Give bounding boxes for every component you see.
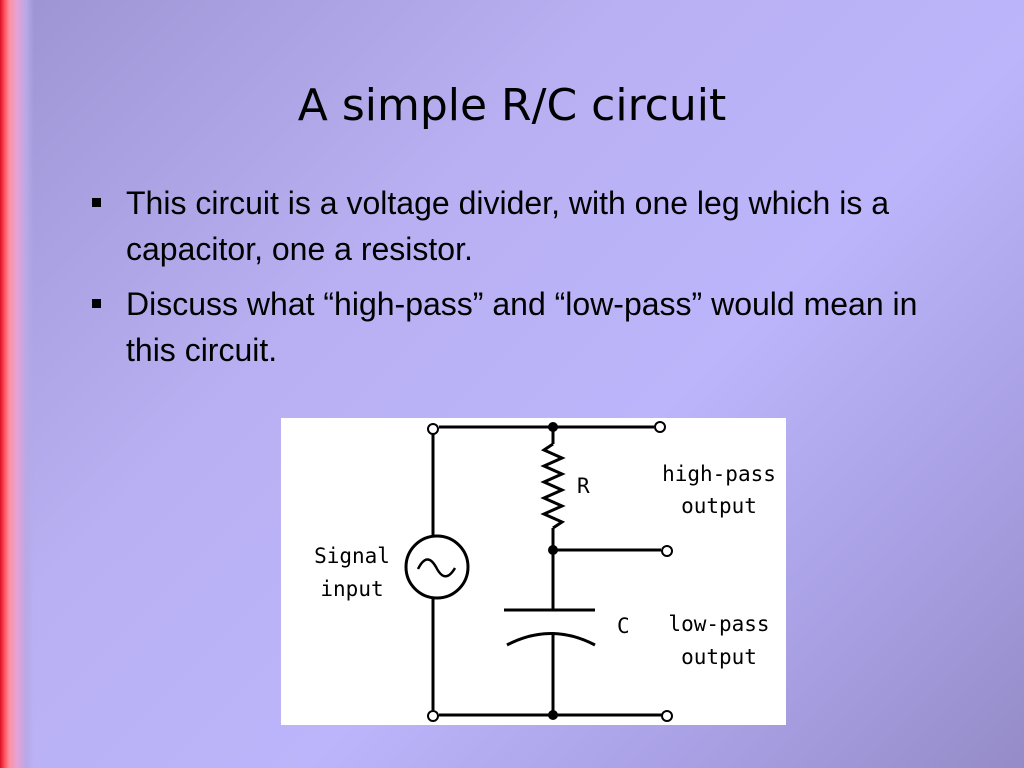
output-terminal-middle: [661, 545, 673, 557]
bullet-item: This circuit is a voltage divider, with …: [86, 180, 926, 272]
sine-wave-icon: [416, 558, 457, 578]
source-terminal-bottom: [427, 710, 439, 722]
bullet-list: This circuit is a voltage divider, with …: [86, 180, 926, 382]
square-bullet-icon: [92, 299, 101, 308]
lowpass-output-label: low-pass: [668, 612, 769, 636]
rc-circuit-diagram: R C Signal input high-pass output low-pa…: [281, 418, 786, 725]
source-terminal-top: [427, 423, 439, 435]
bullet-text: Discuss what “high-pass” and “low-pass” …: [126, 286, 918, 368]
signal-input-label: input: [320, 577, 383, 601]
bullet-item: Discuss what “high-pass” and “low-pass” …: [86, 281, 926, 373]
lowpass-terminal-bottom: [661, 710, 673, 722]
highpass-terminal-top: [654, 421, 666, 433]
bullet-text: This circuit is a voltage divider, with …: [126, 185, 890, 267]
slide-title: A simple R/C circuit: [297, 80, 727, 131]
lowpass-output-label: output: [681, 645, 757, 669]
square-bullet-icon: [92, 198, 101, 207]
resistor-label: R: [577, 474, 590, 498]
left-accent-bar: [0, 0, 34, 768]
junction-middle: [548, 545, 558, 555]
capacitor-label: C: [617, 614, 630, 638]
highpass-output-label: output: [681, 494, 757, 518]
signal-input-label: Signal: [314, 544, 390, 568]
junction-bottom: [548, 710, 558, 720]
highpass-output-label: high-pass: [662, 462, 776, 486]
junction-top: [548, 422, 558, 432]
capacitor-plate-curved: [506, 632, 596, 647]
circuit-svg: R C Signal input high-pass output low-pa…: [314, 421, 776, 722]
ac-source-icon: [404, 534, 470, 600]
resistor-symbol: [540, 442, 566, 530]
